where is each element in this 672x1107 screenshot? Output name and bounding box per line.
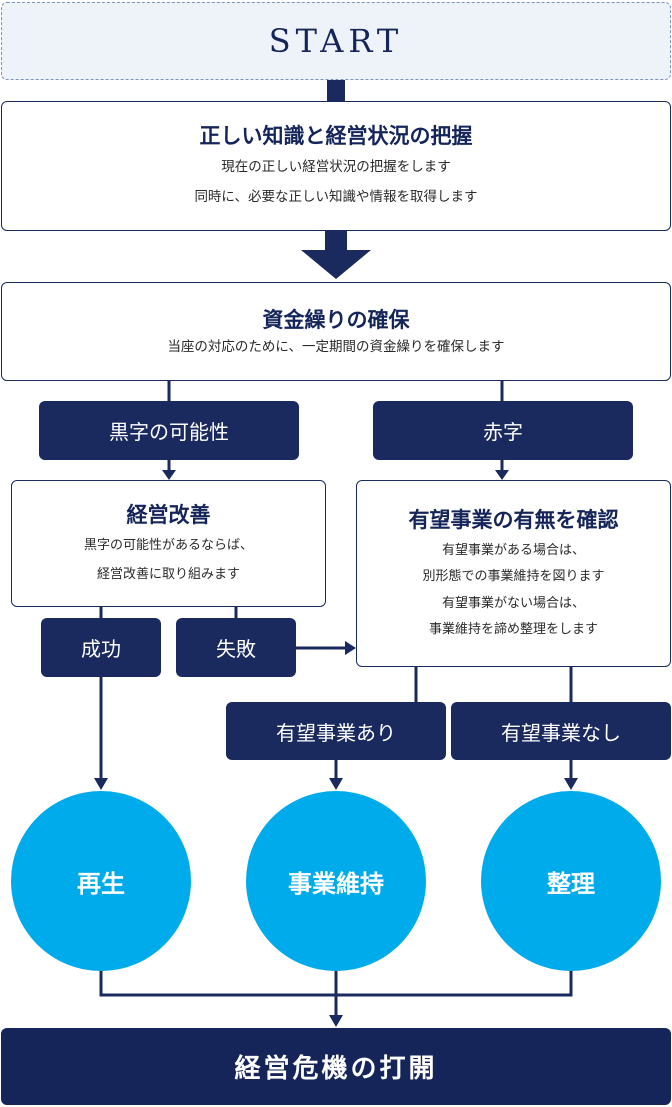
arrowhead-rebirth xyxy=(94,778,108,790)
arrowhead-final xyxy=(329,1015,343,1027)
right-box-line-1: 有望事業がある場合は、 xyxy=(441,542,585,558)
tag-profit-possible: 黒字の可能性 xyxy=(39,401,299,460)
tag-no-promising-business: 有望事業なし xyxy=(451,702,671,760)
start-connector xyxy=(327,80,345,102)
result-maintain-label: 事業維持 xyxy=(288,869,384,898)
big-arrow-head xyxy=(301,250,371,279)
big-arrow-shaft xyxy=(325,231,347,251)
result-liquidation: 整理 xyxy=(481,791,661,971)
step1-line-2: 同時に、必要な正しい知識や情報を取得します xyxy=(194,189,478,205)
right-box-line-2: 別形態での事業維持を図ります xyxy=(422,569,605,584)
box-check-promising-business: 有望事業の有無を確認 有望事業がある場合は、 別形態での事業維持を図ります 有望… xyxy=(356,480,671,667)
result-rebirth-label: 再生 xyxy=(77,869,125,898)
left-box-line-1: 黒字の可能性があるならば、 xyxy=(83,537,253,553)
arrowhead-failure xyxy=(345,641,356,655)
step2-title: 資金繰りの確保 xyxy=(262,307,410,332)
box-management-improvement: 経営改善 黒字の可能性があるならば、 経営改善に取り組みます xyxy=(11,480,326,607)
tag-promising-label: 有望事業あり xyxy=(276,720,396,745)
right-box-line-3: 有望事業がない場合は、 xyxy=(441,595,585,611)
arrowhead-maintain xyxy=(329,778,343,790)
step-knowledge-and-status: 正しい知識と経営状況の把握 現在の正しい経営状況の把握をします 同時に、必要な正… xyxy=(1,101,671,231)
tag-deficit: 赤字 xyxy=(373,401,633,460)
result-liquidate-label: 整理 xyxy=(547,869,595,898)
step1-line-1: 現在の正しい経営状況の把握をします xyxy=(221,159,451,175)
tag-promising-business: 有望事業あり xyxy=(226,702,446,760)
arrowhead-right-box xyxy=(495,470,509,480)
tag-failure: 失敗 xyxy=(176,618,296,677)
step2-line-1: 当座の対応のために、一定期間の資金繰りを確保します xyxy=(167,338,505,355)
right-box-title: 有望事業の有無を確認 xyxy=(408,507,619,532)
start-label: START xyxy=(268,22,404,60)
right-box-line-4: 事業維持を諦め整理をします xyxy=(428,622,598,637)
arrowhead-liquidate xyxy=(564,778,578,790)
tag-deficit-label: 赤字 xyxy=(483,420,523,444)
start-node: START xyxy=(1,2,671,80)
tag-failure-label: 失敗 xyxy=(216,637,256,661)
result-business-maintenance: 事業維持 xyxy=(246,791,426,971)
tag-success-label: 成功 xyxy=(81,637,121,661)
tag-not-promising-label: 有望事業なし xyxy=(501,720,621,745)
final-crisis-resolution: 経営危機の打開 xyxy=(1,1028,671,1105)
result-rebirth: 再生 xyxy=(11,791,191,971)
arrowhead-left-box xyxy=(162,470,176,480)
left-box-line-2: 経営改善に取り組みます xyxy=(96,566,240,582)
step-cash-flow: 資金繰りの確保 当座の対応のために、一定期間の資金繰りを確保します xyxy=(1,282,671,381)
step1-title: 正しい知識と経営状況の把握 xyxy=(199,124,473,148)
tag-success: 成功 xyxy=(41,618,161,677)
tag-profit-possible-label: 黒字の可能性 xyxy=(109,420,229,444)
final-label: 経営危機の打開 xyxy=(234,1054,438,1084)
left-box-title: 経営改善 xyxy=(126,502,211,527)
